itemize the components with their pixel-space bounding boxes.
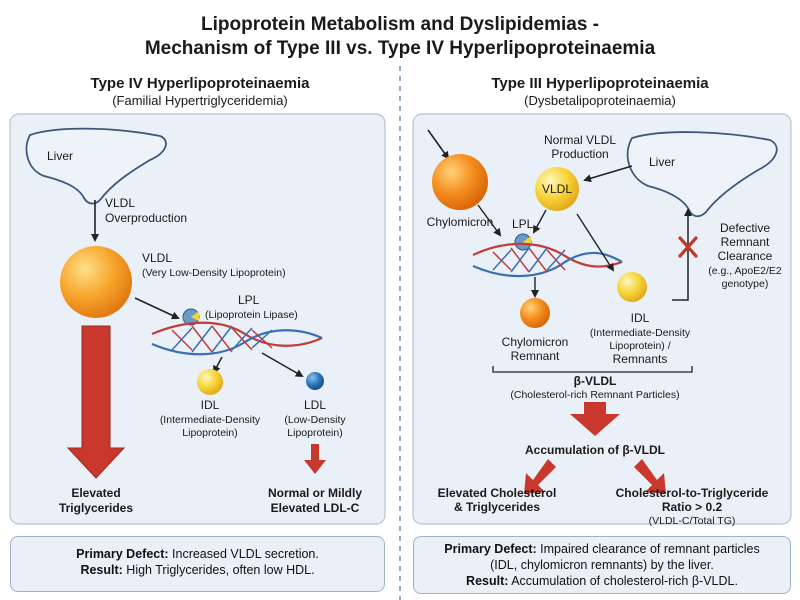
- right-lpl-label: LPL: [512, 217, 534, 231]
- liver-icon: [25, 127, 167, 205]
- left-idl-label-2: (Intermediate-Density: [160, 414, 261, 426]
- left-result-b-2: Elevated LDL-C: [271, 501, 360, 515]
- right-idl-label-2: (Intermediate-Density: [590, 327, 691, 339]
- left-arrow-to-ldl: [261, 352, 304, 377]
- right-defective-5: genotype): [722, 278, 769, 290]
- right-arrow-vldl-to-idl: [576, 213, 615, 272]
- left-vldl-overproduction-1: VLDL: [105, 196, 135, 210]
- title-line-2: Mechanism of Type III vs. Type IV Hyperl…: [145, 38, 656, 59]
- left-heading: Type IV Hyperlipoproteinaemia: [91, 75, 311, 92]
- beta-vldl-bracket: [492, 366, 693, 373]
- right-idl-particle: [617, 272, 647, 302]
- right-vldl-particle: [535, 167, 579, 211]
- right-summary-label-1: Primary Defect:: [444, 542, 537, 556]
- right-arrow-chylo-lpl: [477, 204, 502, 237]
- right-chylo-remnant-2: Remnant: [511, 349, 560, 363]
- right-idl-label-1: IDL: [631, 311, 650, 325]
- right-idl-label-3: Lipoprotein) /: [609, 340, 670, 352]
- left-result-b-1: Normal or Mildly: [268, 486, 362, 500]
- left-liver-label: Liver: [47, 149, 73, 163]
- right-chylomicron-label: Chylomicron: [427, 215, 494, 229]
- left-lpl-label-1: LPL: [238, 293, 260, 307]
- right-result-b-1: Cholesterol-to-Triglyceride: [616, 486, 769, 500]
- right-capillary-network: [472, 242, 623, 278]
- right-defective-3: Clearance: [718, 249, 773, 263]
- left-small-red-arrow: [304, 444, 326, 474]
- right-arrow-in-chylomicron: [427, 129, 450, 160]
- right-lpl-icon: [514, 233, 532, 251]
- left-lpl-icon: [182, 308, 200, 326]
- right-beta-vldl-1: β-VLDL: [574, 374, 617, 388]
- left-summary-label-1: Primary Defect:: [76, 547, 169, 561]
- left-vldl-overproduction-2: Overproduction: [105, 211, 187, 225]
- right-accumulation: Accumulation of β-VLDL: [525, 443, 665, 457]
- right-normal-vldl-1: Normal VLDL: [544, 133, 616, 147]
- right-liver-icon: [626, 131, 778, 218]
- left-lpl-label-2: (Lipoprotein Lipase): [205, 309, 298, 321]
- right-chylo-remnant-1: Chylomicron: [502, 335, 569, 349]
- left-capillary-network: [151, 321, 323, 356]
- left-subheading: (Familial Hypertriglyceridemia): [112, 93, 288, 108]
- left-vldl-label-2: (Very Low-Density Lipoprotein): [142, 267, 286, 279]
- left-idl-label-3: Lipoprotein): [182, 427, 237, 439]
- left-arrow-vldl-lpl: [134, 297, 180, 320]
- left-idl-particle: [197, 369, 223, 395]
- left-vldl-label-1: VLDL: [142, 251, 172, 265]
- right-summary-text-1b: (IDL, chylomicron remnants) by the liver…: [490, 558, 714, 572]
- right-red-arrow-accumulation: [570, 402, 620, 436]
- right-result-a-2: & Triglycerides: [454, 500, 540, 514]
- left-ldl-label-3: Lipoprotein): [287, 427, 342, 439]
- right-arrow-vldl-lpl: [533, 209, 547, 234]
- left-ldl-particle: [306, 372, 324, 390]
- title-line-1: Lipoprotein Metabolism and Dyslipidemias…: [201, 14, 599, 35]
- right-red-arrow-left: [524, 459, 556, 494]
- blocked-x-icon: [678, 236, 698, 258]
- right-summary-text-2: Accumulation of cholesterol-rich β-VLDL.: [508, 574, 738, 588]
- left-summary-label-2: Result:: [80, 563, 123, 577]
- right-defective-2: Remnant: [721, 235, 770, 249]
- right-normal-vldl-2: Production: [551, 147, 608, 161]
- right-heading: Type III Hyperlipoproteinaemia: [491, 75, 709, 92]
- left-big-red-arrow: [66, 325, 126, 479]
- right-defective-4: (e.g., ApoE2/E2: [708, 265, 782, 277]
- left-result-a-1: Elevated: [71, 486, 120, 500]
- right-defective-1: Defective: [720, 221, 770, 235]
- right-summary-label-2: Result:: [466, 574, 509, 588]
- right-liver-label: Liver: [649, 155, 675, 169]
- left-idl-label-1: IDL: [201, 398, 220, 412]
- left-summary-box: Primary Defect: Increased VLDL secretion…: [10, 536, 385, 592]
- right-subheading: (Dysbetalipoproteinaemia): [524, 93, 676, 108]
- right-arrow-liver-vldl: [583, 165, 633, 183]
- right-chylo-remnant-particle: [520, 298, 550, 328]
- left-arrow-to-idl: [213, 356, 223, 374]
- right-vldl-label: VLDL: [542, 182, 572, 196]
- right-red-arrow-right: [634, 459, 666, 494]
- left-vldl-particle: [60, 246, 132, 318]
- right-summary-box: Primary Defect: Impaired clearance of re…: [413, 536, 791, 594]
- right-feedback-arrow: [672, 208, 692, 301]
- right-result-a-1: Elevated Cholesterol: [438, 486, 557, 500]
- right-chylomicron-particle: [432, 154, 488, 210]
- right-result-b-2: Ratio > 0.2: [662, 500, 723, 514]
- left-ldl-label-1: LDL: [304, 398, 326, 412]
- right-beta-vldl-2: (Cholesterol-rich Remnant Particles): [510, 389, 679, 401]
- right-summary-text-1: Impaired clearance of remnant particles: [536, 542, 760, 556]
- right-idl-label-4: Remnants: [613, 352, 668, 366]
- left-ldl-label-2: (Low-Density: [284, 414, 346, 426]
- left-summary-text-2: High Triglycerides, often low HDL.: [122, 563, 315, 577]
- left-result-a-2: Triglycerides: [59, 501, 133, 515]
- right-result-b-3: (VLDL-C/Total TG): [649, 515, 736, 527]
- left-summary-text-1: Increased VLDL secretion.: [168, 547, 319, 561]
